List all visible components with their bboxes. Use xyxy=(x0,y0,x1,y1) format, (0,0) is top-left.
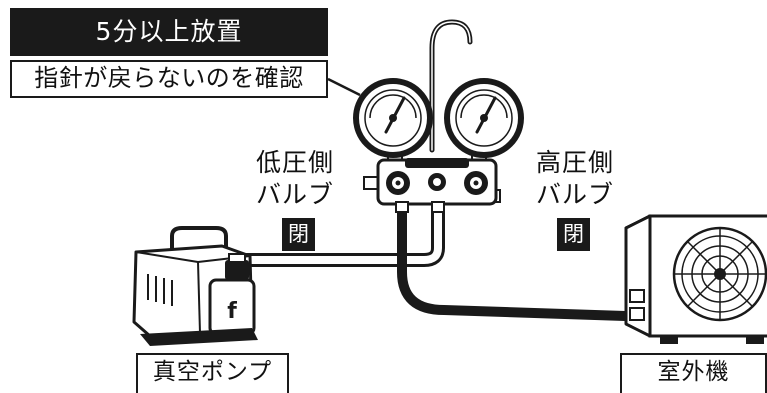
outdoor-unit-label: 室外機 xyxy=(620,353,767,393)
low-valve-label-line1: 低圧側 xyxy=(255,148,334,177)
outdoor-unit-icon xyxy=(624,214,767,344)
low-valve-knob-icon xyxy=(386,171,410,195)
high-valve-label-line1: 高圧側 xyxy=(535,148,614,177)
vacuum-pump-label: 真空ポンプ xyxy=(136,353,289,393)
high-pressure-gauge-icon xyxy=(444,78,524,158)
center-port-icon xyxy=(428,173,446,191)
low-pressure-gauge-icon xyxy=(353,78,433,158)
manifold-gauge xyxy=(353,19,524,213)
low-valve-label-line2: バルブ xyxy=(255,180,334,209)
gauge-check-callout: 指針が戻らないのを確認 xyxy=(10,60,328,98)
high-valve-label-line2: バルブ xyxy=(535,180,614,209)
svg-text:f: f xyxy=(227,299,237,324)
high-pressure-hose xyxy=(397,205,626,321)
low-valve-state-badge: 閉 xyxy=(282,218,315,251)
time-instruction-callout: 5分以上放置 xyxy=(10,8,328,56)
high-valve-state-badge: 閉 xyxy=(557,218,590,251)
vacuum-pump-icon: f xyxy=(132,226,258,346)
low-pressure-hose xyxy=(240,205,445,267)
high-valve-knob-icon xyxy=(464,171,488,195)
